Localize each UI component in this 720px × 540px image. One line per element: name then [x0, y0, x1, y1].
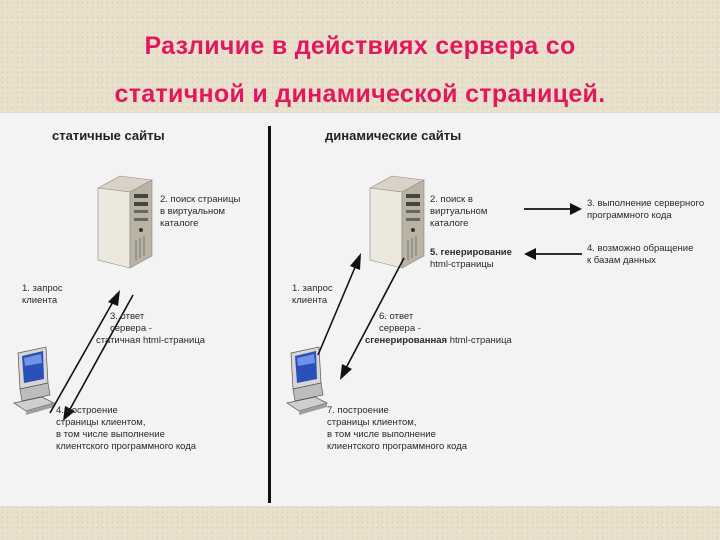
label-line: клиента	[292, 295, 328, 306]
label-line: 7. построение	[327, 405, 389, 416]
label-line: каталоге	[160, 218, 199, 229]
dynamic-step7-label: 7. построение страницы клиентом, в том ч…	[327, 405, 467, 453]
request-arrow	[49, 290, 120, 414]
response-arrow	[340, 257, 405, 380]
dynamic-step2-label: 2. поиск в виртуальном каталоге	[430, 194, 487, 230]
label-line: 1. запрос	[292, 283, 333, 294]
request-arrow	[317, 253, 361, 356]
label-line: в виртуальном	[160, 206, 226, 217]
label-bold: 5. генерирование	[430, 247, 512, 258]
static-step1-label: 1. запрос клиента	[22, 283, 63, 307]
server-icon	[369, 175, 425, 269]
response-arrow	[63, 294, 134, 421]
dynamic-step6-label: 6. ответ сервера -	[379, 311, 421, 335]
label-line: 2. поиск страницы	[160, 194, 241, 205]
static-step4-label: 4. построение страницы клиентом, в том ч…	[56, 405, 196, 453]
static-sites-heading: статичные сайты	[52, 128, 165, 143]
dynamic-step6-label-line3: сгенерированная html-страница	[365, 335, 512, 347]
label-line: каталоге	[430, 218, 469, 229]
label-line: 6. ответ	[379, 311, 414, 322]
dynamic-step1-label: 1. запрос клиента	[292, 283, 333, 307]
label-line: программного кода	[587, 210, 672, 221]
label-line: клиентского программного кода	[327, 441, 468, 452]
label-line: клиентского программного кода	[56, 441, 197, 452]
label-line: виртуальном	[430, 206, 488, 217]
label-rest: html-страница	[447, 335, 512, 346]
label-line: страницы клиентом,	[56, 417, 146, 428]
label-line: сервера -	[110, 323, 152, 334]
slide-title-line-1: Различие в действиях сервера со	[144, 32, 576, 60]
dynamic-step3-label: 3. выполнение серверного программного ко…	[587, 198, 704, 222]
db-arrow	[524, 248, 582, 260]
label-line: к базам данных	[587, 255, 656, 266]
label-bold: сгенерированная	[365, 335, 448, 346]
label-line: страницы клиентом,	[327, 417, 417, 428]
client-computer-icon	[286, 346, 328, 415]
static-step2-label: 2. поиск страницы в виртуальном каталоге	[160, 194, 240, 230]
label-line: 3. выполнение серверного	[587, 198, 705, 209]
static-step3-label: 3. ответ сервера -	[110, 311, 210, 335]
server-icon	[97, 175, 153, 269]
dynamic-sites-heading: динамические сайты	[325, 128, 462, 143]
label-line: 3. ответ	[110, 311, 145, 322]
static-step3-label-line3: статичная html-страница	[96, 335, 206, 346]
label-line: 4. построение	[56, 405, 118, 416]
slide-title: Различие в действиях сервера со статично…	[0, 22, 720, 118]
label-line: 4. возможно обращение	[587, 243, 694, 254]
client-computer-icon	[13, 346, 55, 415]
exec-arrow	[524, 203, 582, 215]
dynamic-step4-label: 4. возможно обращение к базам данных	[587, 243, 693, 267]
slide-title-line-2: статичной и динамической страницей.	[114, 80, 606, 108]
label-line: html-страницы	[430, 259, 494, 270]
label-line: сервера -	[379, 323, 421, 334]
label-line: 2. поиск в	[430, 194, 473, 205]
label-line: 1. запрос	[22, 283, 63, 294]
diagram-panel: статичные сайты 2. поиск страницы в вирт…	[0, 113, 720, 506]
divider-line	[268, 126, 271, 503]
dynamic-step5-label: 5. генерирование html-страницы	[430, 247, 512, 271]
label-line: клиента	[22, 295, 58, 306]
label-line: в том числе выполнение	[56, 429, 165, 440]
label-line: в том числе выполнение	[327, 429, 436, 440]
